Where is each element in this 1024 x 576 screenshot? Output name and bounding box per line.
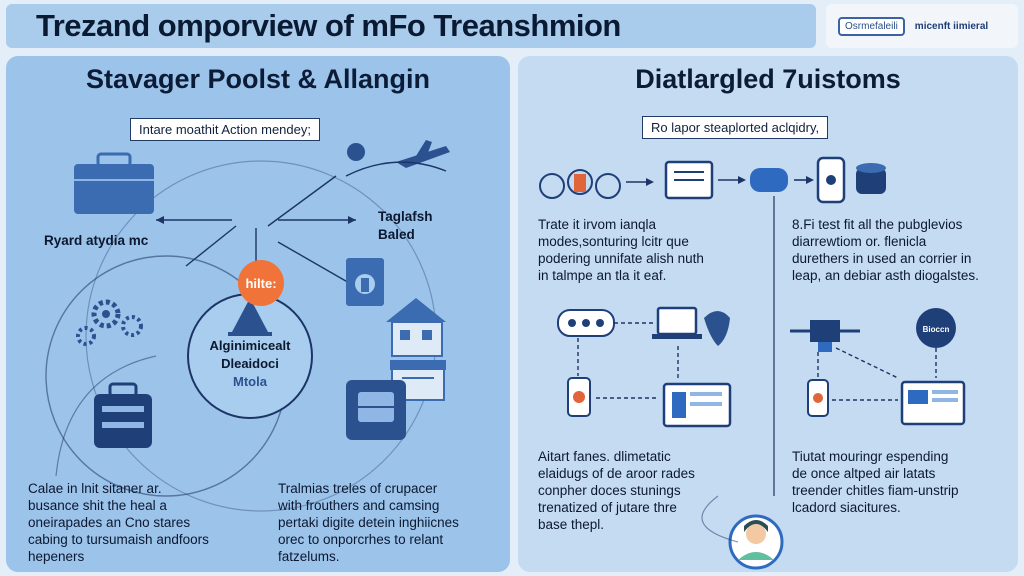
pyramid-icon [228,298,272,336]
connector-diag-right [267,175,337,227]
text-line: de once altped air latats [792,466,936,481]
text-line: base thepl. [538,517,605,532]
text-line: elaidugs of de aroor rades [538,466,695,481]
bottom-left-text: Aitart fanes. dlimetatic elaidugs of de … [538,448,748,533]
bottom-curve [701,495,739,543]
tooth-icon [704,311,730,346]
text-line: lcadord siacitures. [792,500,901,515]
text-line: oneirapades an Cno stares [28,515,191,530]
right-panel-heading: Diatlargled 7uistoms [635,64,901,94]
text-line: 8.Fi test fit all the pubglevios [792,217,963,232]
luggage-icon [94,382,152,448]
cloud-icon [750,168,788,192]
text-line: diarrewtiom or. flenicla [792,234,927,249]
phone-icon [816,156,846,204]
dashed-line-5 [835,347,899,379]
arrow-head-3 [806,176,814,184]
left-diagram-lines [45,140,450,512]
dashboard-window-icon [662,382,732,428]
text-line: modes,sonturing lcitr que [538,234,689,249]
suitcase-icon [346,380,406,440]
satellite-icon [790,320,860,352]
browser-window-icon [900,380,966,426]
text-line: Aitart fanes. dlimetatic [538,449,671,464]
hub-node: hilte: [238,260,284,306]
arrow-right [348,216,356,224]
logo-box: Osrmefaleili micenft iimieral [826,4,1018,48]
text-line: durethers in used an corrier in [792,251,972,266]
text-line: leap, an debiar asth diogalstes. [792,268,979,283]
monitor-icon [664,160,714,200]
bottom-right-text: Tralmias treles of crupacer with frouthe… [278,480,506,565]
text-line: Tiutat mouringr espending [792,449,949,464]
logo-badge: Osrmefaleili [838,16,905,36]
center-label-2: Dleaidoci [221,356,279,371]
text-line: fatzelums. [278,549,340,564]
title-bar: Trezand omporview of mFo Treanshmion [6,4,816,48]
database-icon [856,163,886,194]
arrow-head-2 [738,176,746,184]
logo-text: micenft iimieral [914,20,989,32]
left-callout: Intare moathit Action mendey; [130,118,320,141]
arrow-head-1 [646,178,654,186]
text-line: pertaki digite detein inghiicnes [278,515,459,530]
node-right-label-1: Taglafsh [378,209,433,224]
mobile-shield-icon [567,377,591,417]
bottom-arc [55,355,157,477]
left-panel: Stavager Poolst & Allangin [6,56,510,572]
text-line: cabing to tursumaish andfoors [28,532,209,547]
avatar [728,514,784,570]
bottom-left-text: Calae in lnit sitaner ar. busance shit t… [28,480,258,565]
connector-diag-left [185,225,237,267]
text-line: in talmpe an tla it eaf. [538,268,667,283]
people-group-icon [539,169,621,199]
center-label-1: Alginimicealt [209,338,291,353]
text-line: conpher doces stunings [538,483,681,498]
arrow-left [156,216,164,224]
left-panel-heading: Stavager Poolst & Allangin [85,64,431,94]
text-line: busance shit the heal a [28,498,167,513]
mobile-icon [807,379,829,417]
center-label-3: Mtola [233,374,267,389]
badge-label: Bioccn [922,325,950,334]
node-left-label: Ryard atydia mc [44,233,149,248]
document-icon [346,258,384,306]
top-right-text: 8.Fi test fit all the pubglevios diarrew… [792,216,1014,284]
top-left-text: Trate it irvom ianqla modes,sonturing lc… [538,216,768,284]
plane-icon [345,140,450,177]
chat-bubble-icon [557,309,615,337]
house-icon [386,298,446,357]
text-line: podering unnifate alish nuth [538,251,704,266]
text-line: Calae in lnit sitaner ar. [28,481,162,496]
text-line: with frouthers and camsing [278,498,440,513]
text-line: orec to onporcrhes to relant [278,532,444,547]
page-title: Trezand omporview of mFo Treanshmion [36,8,621,43]
briefcase-icon [74,152,154,214]
badge-circle [916,308,956,348]
text-line: treender chitles fiam-unstrip [792,483,959,498]
bottom-right-text: Tiutat mouringr espending de once altped… [792,448,1014,516]
right-diagram-lines [539,156,966,570]
laptop-icon [652,306,702,339]
text-line: Tralmias treles of crupacer [278,481,438,496]
text-line: Trate it irvom ianqla [538,217,657,232]
node-right-label-2: Baled [378,227,415,242]
right-callout: Ro lapor steaplorted aclqidry, [642,116,829,139]
gear-icon [76,299,143,346]
text-line: trenatized of jutare thre [538,500,677,515]
right-panel: Diatlargled 7uistoms [518,56,1018,572]
text-line: hepeners [28,549,85,564]
connector-right-lower [277,241,352,285]
